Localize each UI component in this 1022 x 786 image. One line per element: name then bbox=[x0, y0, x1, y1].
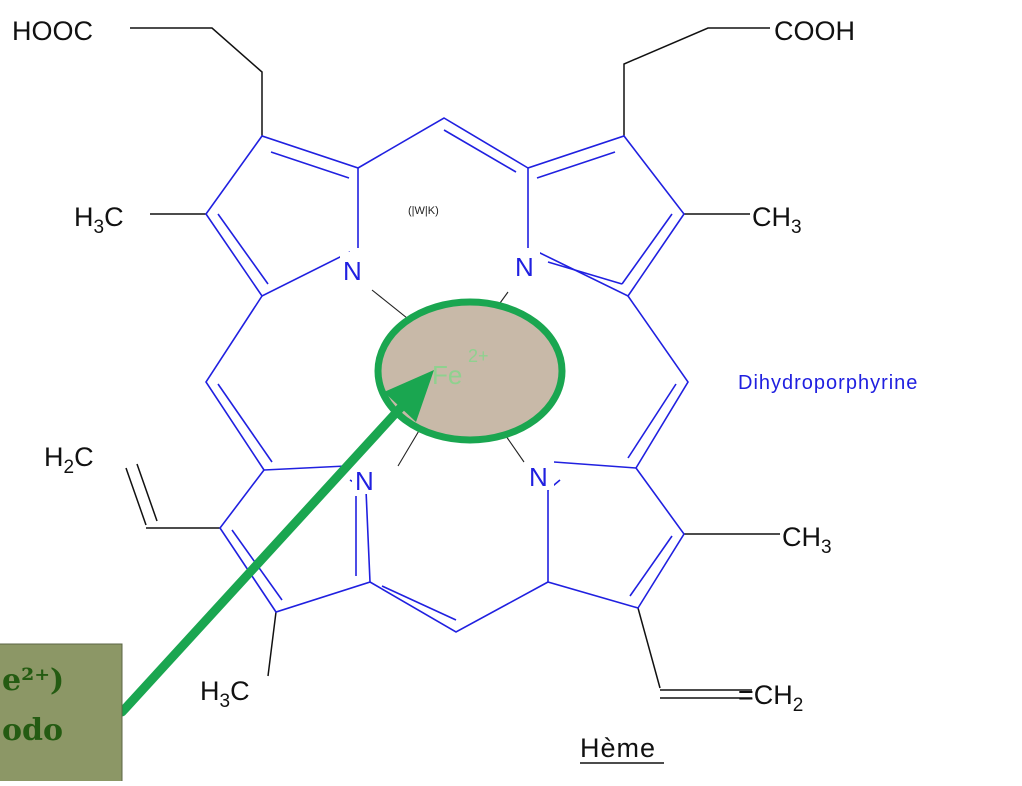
hooc-label: HOOC bbox=[12, 16, 93, 46]
substituent-labels: HOOC COOH H3C CH3 H2C CH3 H3C =CH2 bbox=[12, 16, 855, 716]
meso-right bbox=[627, 295, 689, 469]
center-note: (|W|K) bbox=[408, 205, 439, 217]
green-arrow bbox=[117, 370, 434, 717]
right-propionic-chain bbox=[623, 27, 770, 136]
nitrogen-labels: N N N N bbox=[340, 248, 554, 496]
callout-line-2: odo bbox=[2, 713, 63, 748]
callout-line-1: e²⁺) bbox=[2, 663, 64, 698]
vinyl-bottom-bond bbox=[637, 607, 661, 689]
cropped-callout-box: e²⁺) odo bbox=[0, 643, 123, 785]
cooh-label: COOH bbox=[774, 16, 855, 46]
nitrogen-bottom-left: N bbox=[355, 466, 374, 496]
iron-charge: 2+ bbox=[468, 346, 489, 366]
vinyl-left-bond-a bbox=[125, 467, 147, 526]
iron-symbol: Fe bbox=[432, 360, 462, 390]
iron-highlight-ellipse bbox=[374, 298, 566, 444]
ch2-bottom-label: =CH2 bbox=[738, 680, 803, 716]
arrow-shaft bbox=[117, 399, 409, 717]
meso-bottom bbox=[369, 581, 549, 633]
nitrogen-bottom-right: N bbox=[529, 462, 548, 492]
pyrrole-bottom-left bbox=[219, 469, 371, 613]
meso-top bbox=[357, 117, 529, 169]
ch3-right-top-label: CH3 bbox=[752, 202, 802, 238]
nitrogen-top-right: N bbox=[515, 252, 534, 282]
heme-title-text: Hème bbox=[580, 733, 656, 763]
substituent-bonds bbox=[125, 213, 780, 699]
heme-title: Hème bbox=[580, 733, 664, 764]
pyrrole-bottom-right bbox=[547, 467, 685, 609]
arrow-head bbox=[384, 370, 434, 422]
propionic-chains bbox=[130, 27, 770, 136]
meso-left bbox=[205, 295, 265, 471]
pyrrole-top-left bbox=[205, 135, 359, 298]
iron-label: Fe 2+ bbox=[432, 346, 489, 390]
porphyrin-rings bbox=[205, 117, 689, 633]
left-propionic-chain bbox=[130, 27, 263, 136]
nitrogen-top-left: N bbox=[343, 256, 362, 286]
h2c-left-label: H2C bbox=[44, 442, 94, 478]
methyl-bond-bottom bbox=[267, 611, 277, 677]
pyrrole-top-right bbox=[527, 135, 685, 298]
ch3-right-bottom-label: CH3 bbox=[782, 522, 832, 558]
dihydroporphyrine-label: Dihydroporphyrine bbox=[738, 372, 918, 394]
callout-box-bg bbox=[0, 643, 123, 785]
vinyl-left-bond-b bbox=[136, 463, 158, 522]
h3c-left-label: H3C bbox=[74, 202, 124, 238]
h3c-bottom-label: H3C bbox=[200, 676, 250, 712]
